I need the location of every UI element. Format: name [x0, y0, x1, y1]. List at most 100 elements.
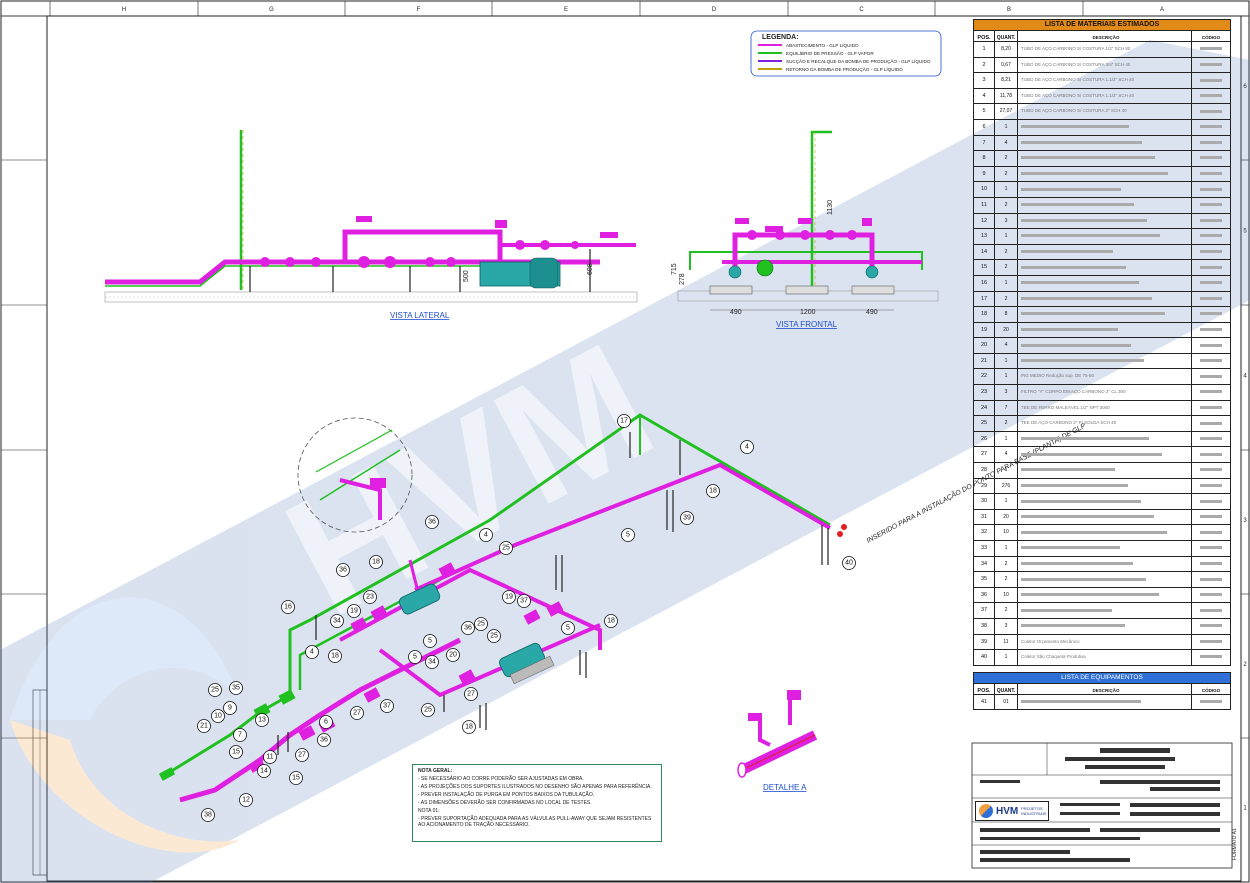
frontal-dim-2: 278: [679, 273, 686, 285]
iso-pump-1: [398, 583, 441, 615]
position-balloon-number: 9: [228, 705, 232, 712]
redacted-text: [1021, 234, 1160, 238]
position-balloon-number: 17: [620, 418, 628, 425]
iso-vapor-branch: [298, 578, 441, 690]
cell-codigo: [1192, 229, 1230, 244]
cell-codigo: [1192, 260, 1230, 275]
position-balloon-number: 18: [709, 488, 717, 495]
redacted-text: [1021, 483, 1128, 487]
cell-codigo: [1192, 510, 1230, 525]
redacted-code: [1200, 234, 1222, 238]
detail-callout-circle: [297, 417, 413, 533]
redacted-text: [1021, 140, 1142, 144]
frontal-pump-1: [756, 259, 774, 277]
legend-label: EQUILÍBRIO DE PRESSÃO - GLP VAPOR: [786, 50, 874, 56]
redacted-code: [1200, 140, 1222, 144]
redacted-code: [1200, 499, 1222, 503]
position-balloon-number: 15: [232, 749, 240, 756]
detail-valve: [370, 478, 386, 488]
cell-pos: 4: [974, 88, 995, 104]
cell-pos: 10: [974, 182, 995, 197]
redacted-code: [1200, 281, 1222, 285]
cell-quant: 27,07: [995, 104, 1018, 119]
position-balloon: [289, 771, 303, 785]
redacted-code: [1200, 593, 1222, 597]
materials-list-title: LISTA DE MATERIAIS ESTIMADOS: [973, 19, 1231, 31]
redacted-code: [1200, 172, 1222, 176]
cell-pos: 6: [974, 119, 995, 135]
cell-codigo: [1192, 182, 1230, 197]
cell-descricao: [1018, 119, 1192, 135]
materials-list-table: LISTA DE MATERIAIS ESTIMADOS POS. QUANT.…: [973, 19, 1231, 711]
sheet-format-label: FORMATO A1: [1232, 828, 1238, 860]
eq-cell-quant: 01: [995, 694, 1018, 710]
position-balloon: [446, 648, 460, 662]
position-balloon: [369, 555, 383, 569]
column-zone-label: B: [1007, 7, 1011, 13]
position-balloon: [305, 645, 319, 659]
iso-liquid-lower: [378, 623, 601, 698]
position-balloon-number: 25: [211, 687, 219, 694]
lateral-dim-1: 500: [463, 270, 470, 282]
position-balloon-number: 18: [607, 618, 615, 625]
position-balloon-number: 34: [428, 659, 436, 666]
cell-pos: 2: [974, 57, 995, 73]
cell-codigo: [1192, 307, 1230, 322]
cell-codigo: [1192, 151, 1230, 166]
cell-quant: 1: [995, 119, 1018, 135]
redacted-text: [1021, 296, 1152, 300]
position-balloon: [211, 709, 225, 723]
redacted-code: [1200, 156, 1222, 160]
position-balloon-number: 36: [320, 737, 328, 744]
column-zone-label: G: [269, 7, 274, 13]
redacted-text: [1021, 452, 1162, 456]
cell-descricao: [1018, 353, 1192, 369]
position-balloon-number: 14: [260, 768, 268, 775]
position-balloon: [336, 563, 350, 577]
cell-pos: 35: [974, 572, 995, 587]
cell-descricao: [1018, 509, 1192, 525]
redacted-code: [1200, 78, 1222, 82]
cell-codigo: [1192, 292, 1230, 307]
cell-descricao: [1018, 541, 1192, 556]
redacted-code: [1200, 530, 1222, 534]
cell-pos: 29: [974, 478, 995, 494]
row-zone-label: 4: [1243, 374, 1247, 380]
redacted-code: [1200, 624, 1222, 628]
position-balloon-number: 6: [324, 719, 328, 726]
vista-lateral-drawing: 500 608 VISTA LATERAL: [104, 130, 638, 320]
cell-codigo: [1192, 494, 1230, 509]
cell-codigo: [1192, 463, 1230, 478]
redacted-code: [1200, 187, 1222, 191]
redacted-code: [1200, 359, 1222, 363]
redacted-text: [1021, 530, 1167, 534]
equipment-list-header: POS. QUANT. DESCRIÇÃO CÓDIGO: [973, 683, 1231, 695]
cell-quant: 0,67: [995, 57, 1018, 73]
cell-descricao: [1018, 213, 1192, 229]
position-balloon-number: 5: [626, 532, 630, 539]
position-balloon: [255, 713, 269, 727]
redacted-text: [1021, 312, 1165, 316]
cell-codigo: [1192, 588, 1230, 603]
row-zone-label: 2: [1243, 662, 1247, 668]
lateral-main-pipe: [105, 259, 600, 285]
column-zone-label: A: [1160, 7, 1164, 13]
cell-codigo: [1192, 58, 1230, 73]
cell-pos: 34: [974, 556, 995, 572]
detail-vapor-line-2: [315, 429, 393, 473]
cell-codigo: [1192, 447, 1230, 462]
cell-descricao: TEE DE FERRO MALEÁVEL 1/2" NPT 3000: [1018, 400, 1192, 416]
redacted-text: [1021, 593, 1159, 597]
cell-pos: 20: [974, 338, 995, 353]
cell-descricao: [1018, 447, 1192, 463]
logo-mark-icon: [979, 804, 993, 818]
position-balloon-number: 27: [467, 691, 475, 698]
